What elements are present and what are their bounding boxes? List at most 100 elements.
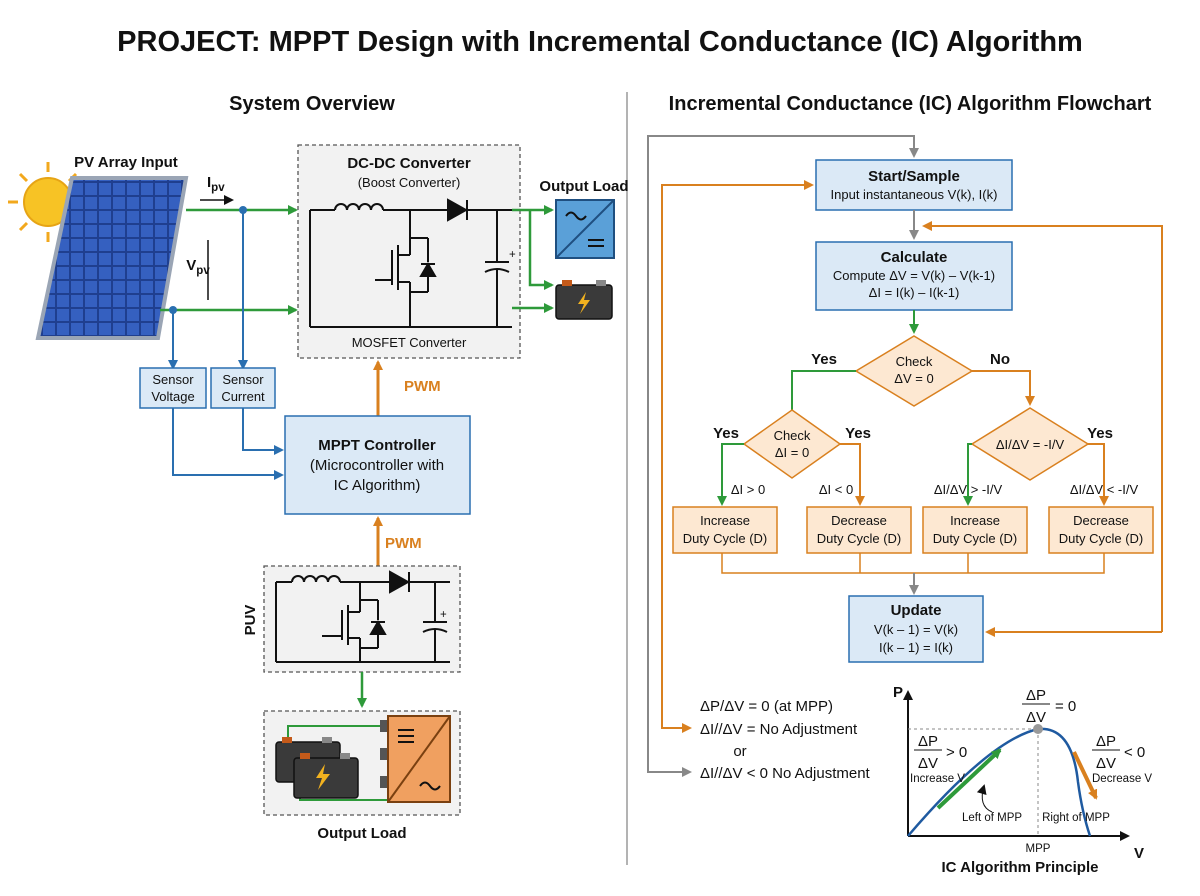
inverter-orange-icon	[380, 715, 451, 803]
didv-gt-label: ΔI/ΔV > -I/V	[934, 482, 1003, 497]
didv-lt-label: ΔI/ΔV < -I/V	[1070, 482, 1139, 497]
svg-text:IC Algorithm): IC Algorithm)	[334, 477, 421, 494]
pwm-bottom-label: PWM	[385, 535, 422, 552]
note-line-4: ΔI//ΔV < 0 No Adjustment	[700, 765, 871, 782]
pv-panel	[35, 176, 189, 340]
battery-icon	[555, 280, 613, 320]
decrease-duty-box-1: Decrease Duty Cycle (D)	[806, 506, 912, 554]
svg-text:Check: Check	[896, 354, 933, 369]
left-slope-label: ΔP ΔV > 0 Increase V	[910, 733, 967, 785]
didv-right-wire	[1088, 443, 1109, 506]
svg-text:V(k – 1) = V(k): V(k – 1) = V(k)	[874, 622, 958, 637]
mpp-label: MPP	[1026, 843, 1051, 855]
sensor-current-box: Sensor Current	[210, 367, 276, 409]
yes-label-1: Yes	[811, 351, 837, 368]
svg-text:Start/Sample: Start/Sample	[868, 168, 960, 185]
sensor-voltage-box: Sensor Voltage	[139, 367, 207, 409]
bottom-load-wire-top	[287, 725, 392, 742]
p-axis-label: P	[893, 684, 903, 701]
flowchart-heading: Incremental Conductance (IC) Algorithm F…	[669, 93, 1152, 115]
svg-text:(Microcontroller with: (Microcontroller with	[310, 457, 444, 474]
puv-circuit	[275, 570, 450, 663]
svg-text:ΔP: ΔP	[1096, 733, 1116, 750]
decrease-duty-box-2: Decrease Duty Cycle (D)	[1048, 506, 1154, 554]
output-load-bottom-label: Output Load	[317, 825, 406, 842]
di-right-wire	[840, 443, 865, 506]
check-dv-diamond: Check ΔV = 0	[854, 335, 974, 407]
merge-wires	[721, 553, 1105, 574]
yes-label-left: Yes	[713, 425, 739, 442]
svg-text:Duty Cycle (D): Duty Cycle (D)	[683, 531, 768, 546]
di-left-wire	[717, 443, 744, 506]
svg-text:Sensor: Sensor	[152, 372, 194, 387]
didv-check-diamond: ΔI/ΔV = -I/V	[970, 407, 1090, 481]
svg-text:MOSFET Converter: MOSFET Converter	[352, 335, 467, 350]
svg-text:ΔV: ΔV	[1096, 755, 1116, 772]
svg-text:(Boost Converter): (Boost Converter)	[358, 175, 461, 190]
cap-plus-sign: +	[509, 249, 516, 261]
svg-text:Input instantaneous V(k), I(k): Input instantaneous V(k), I(k)	[831, 187, 998, 202]
svg-text:Calculate: Calculate	[881, 249, 948, 266]
svg-text:Compute ΔV = V(k) – V(k-1): Compute ΔV = V(k) – V(k-1)	[833, 268, 995, 283]
svg-text:ΔP: ΔP	[918, 733, 938, 750]
right-of-mpp-label: Right of MPP	[1042, 812, 1110, 824]
orange-right-loop	[922, 221, 1163, 632]
svg-text:Update: Update	[891, 602, 942, 619]
svg-text:= 0: = 0	[1055, 698, 1076, 715]
svg-text:< 0: < 0	[1124, 744, 1145, 761]
svg-text:Duty Cycle (D): Duty Cycle (D)	[933, 531, 1018, 546]
graph-caption: IC Algorithm Principle	[942, 859, 1099, 876]
svg-text:Increase V: Increase V	[910, 773, 965, 785]
battery-wire	[528, 210, 554, 290]
pv-array-label: PV Array Input	[74, 154, 178, 171]
svg-text:I(k – 1) = I(k): I(k – 1) = I(k)	[879, 640, 953, 655]
system-overview-heading: System Overview	[229, 93, 395, 115]
svg-text:> 0: > 0	[946, 744, 967, 761]
output-load-top-label: Output Load	[539, 178, 628, 195]
svg-text:Current: Current	[221, 389, 265, 404]
svg-text:ΔP: ΔP	[1026, 687, 1046, 704]
start-sample-box: Start/Sample Input instantaneous V(k), I…	[815, 159, 1013, 211]
mpp-slope-label: ΔP ΔV = 0	[1022, 687, 1076, 726]
current-to-controller-wire	[242, 408, 284, 455]
svg-text:ΔI/ΔV = -I/V: ΔI/ΔV = -I/V	[996, 437, 1065, 452]
svg-text:Voltage: Voltage	[151, 389, 194, 404]
page-title: PROJECT: MPPT Design with Incremental Co…	[117, 26, 1083, 58]
svg-text:Ipv: Ipv	[207, 174, 225, 194]
ipv-label: Ipv	[200, 174, 234, 205]
svg-text:Decrease: Decrease	[1073, 513, 1129, 528]
svg-text:Vpv: Vpv	[186, 257, 210, 277]
svg-text:Decrease: Decrease	[831, 513, 887, 528]
note-line-2: ΔI//ΔV = No Adjustment	[700, 721, 858, 738]
boost-circuit	[309, 198, 512, 328]
v-axis-label: V	[1134, 845, 1144, 862]
svg-text:ΔV = 0: ΔV = 0	[894, 371, 933, 386]
yes-label-mid: Yes	[845, 425, 871, 442]
voltage-to-controller-wire	[172, 408, 284, 480]
vpv-label: Vpv	[186, 240, 210, 300]
svg-text:Check: Check	[774, 428, 811, 443]
calculate-box: Calculate Compute ΔV = V(k) – V(k-1) ΔI …	[815, 241, 1013, 311]
no-branch-wire	[972, 370, 1035, 406]
pwm-top-label: PWM	[404, 378, 441, 395]
svg-text:ΔV: ΔV	[918, 755, 938, 772]
svg-text:MPPT Controller: MPPT Controller	[318, 437, 436, 454]
mppt-controller-box: MPPT Controller (Microcontroller with IC…	[284, 415, 471, 515]
svg-text:ΔI = 0: ΔI = 0	[775, 445, 809, 460]
increase-duty-box-1: Increase Duty Cycle (D)	[672, 506, 778, 554]
svg-text:Duty Cycle (D): Duty Cycle (D)	[817, 531, 902, 546]
svg-text:PUV: PUV	[242, 605, 259, 636]
puv-cap-plus-sign: +	[440, 609, 447, 621]
no-label-1: No	[990, 351, 1010, 368]
increase-duty-box-2: Increase Duty Cycle (D)	[922, 506, 1028, 554]
svg-text:Increase: Increase	[950, 513, 1000, 528]
svg-text:Increase: Increase	[700, 513, 750, 528]
svg-text:Sensor: Sensor	[222, 372, 264, 387]
note-line-1: ΔP/ΔV = 0 (at MPP)	[700, 698, 833, 715]
svg-text:ΔI = I(k) – I(k-1): ΔI = I(k) – I(k-1)	[869, 285, 960, 300]
yes-label-right: Yes	[1087, 425, 1113, 442]
didv-left-wire	[963, 443, 973, 506]
battery-pack-icon	[275, 737, 359, 799]
check-di-diamond: Check ΔI = 0	[742, 409, 842, 479]
